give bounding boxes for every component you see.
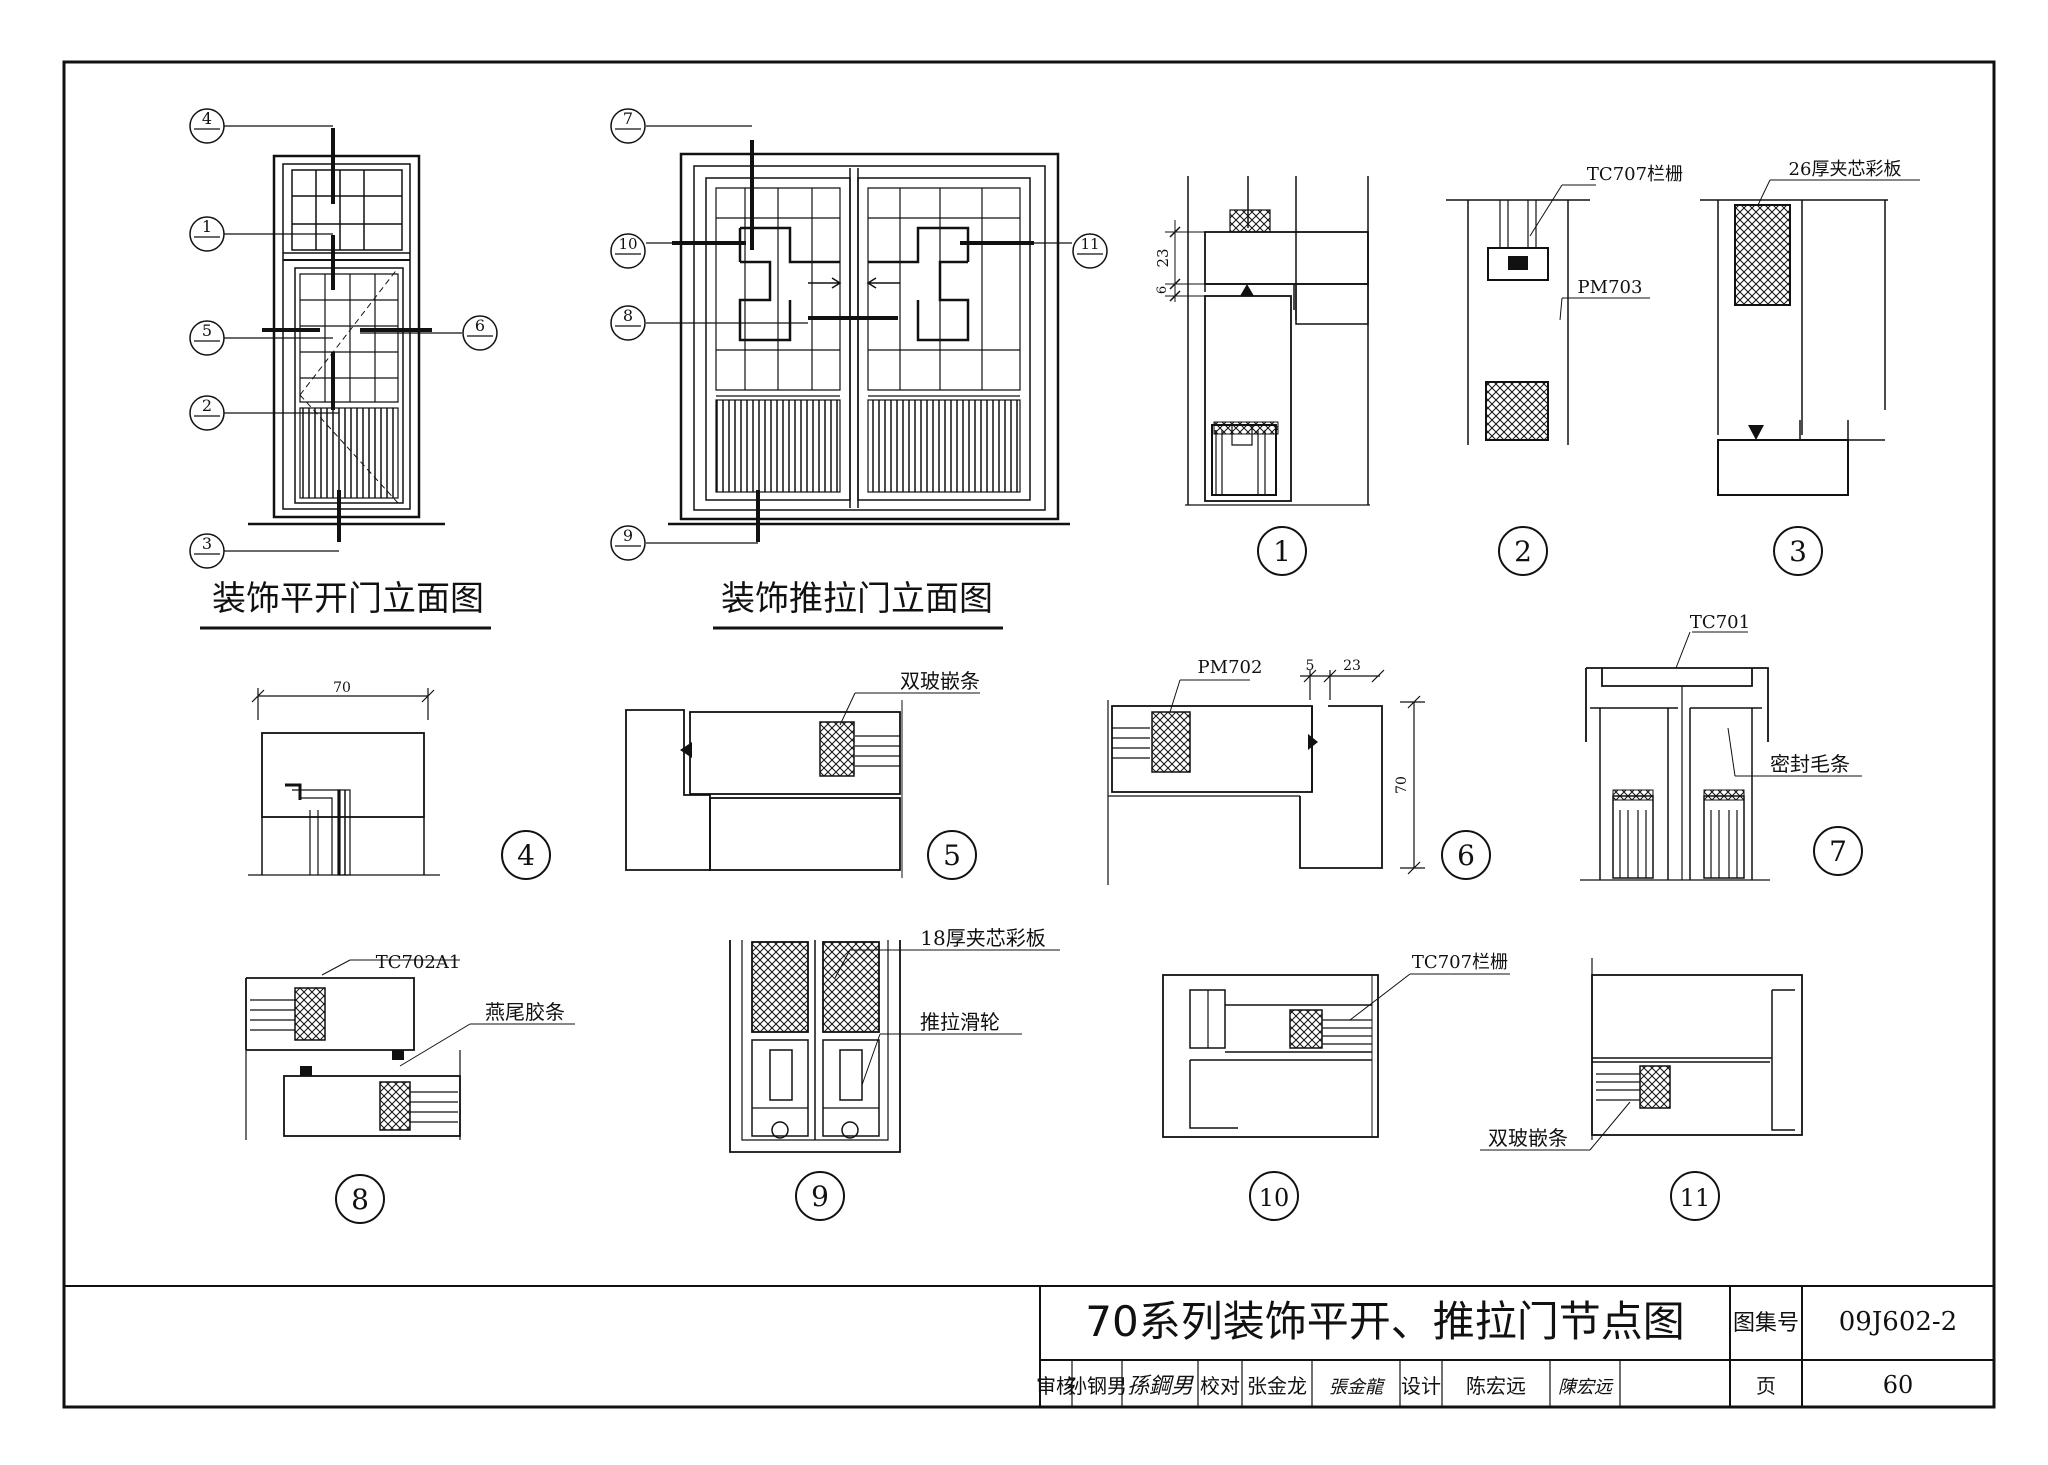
sliding-door-elevation <box>646 125 1072 544</box>
detail-8: TC702A1 燕尾胶条 8 <box>245 952 575 1224</box>
detail-1-dim-6: 6 <box>1155 286 1170 294</box>
detail-1-number: 1 <box>1273 535 1291 568</box>
page-label: 页 <box>1756 1374 1776 1398</box>
check-label: 校对 <box>1200 1374 1240 1398</box>
detail-2-number: 2 <box>1514 535 1532 568</box>
detail-6-dim-23: 23 <box>1343 658 1361 674</box>
callout-5: 5 <box>202 321 212 340</box>
callout-10: 10 <box>618 235 637 253</box>
designer-signature: 陳宏远 <box>1558 1377 1614 1398</box>
detail-8-label-tc702a1: TC702A1 <box>376 952 461 973</box>
page-number: 60 <box>1883 1371 1914 1399</box>
swing-callouts: 4 1 5 6 2 3 <box>189 108 498 569</box>
callout-8: 8 <box>623 306 633 325</box>
detail-9-number: 9 <box>811 1180 829 1213</box>
detail-9-label-roller: 推拉滑轮 <box>920 1010 1000 1034</box>
sliding-callouts: 7 10 11 8 9 <box>610 108 1108 561</box>
callout-3: 3 <box>202 534 212 553</box>
callout-6: 6 <box>475 316 485 335</box>
detail-7: TC701 密封毛条 7 <box>1580 612 1863 881</box>
callout-11: 11 <box>1080 235 1099 253</box>
atlas-label: 图集号 <box>1733 1311 1799 1336</box>
checker-name: 张金龙 <box>1247 1374 1307 1398</box>
detail-11-label-bead: 双玻嵌条 <box>1488 1126 1568 1150</box>
callout-9: 9 <box>623 526 633 545</box>
detail-1-dim-23: 23 <box>1154 248 1172 267</box>
reviewer-name: 孙钢男 <box>1067 1374 1127 1398</box>
callout-7: 7 <box>623 109 633 128</box>
detail-9: 18厚夹芯彩板 推拉滑轮 9 <box>729 926 1060 1221</box>
detail-3-label-panel: 26厚夹芯彩板 <box>1789 159 1902 180</box>
detail-7-label-brush: 密封毛条 <box>1770 752 1850 776</box>
swing-door-elevation <box>224 125 462 552</box>
detail-10: TC707栏栅 10 <box>1162 952 1510 1221</box>
detail-11-number: 11 <box>1680 1184 1711 1212</box>
detail-2: TC707栏栅 PM703 2 <box>1446 164 1683 576</box>
detail-5-number: 5 <box>943 839 961 872</box>
callout-1: 1 <box>202 217 212 236</box>
detail-4-dim-70: 70 <box>333 680 351 696</box>
detail-11: 双玻嵌条 11 <box>1480 958 1803 1221</box>
detail-6-dim-70: 70 <box>1394 776 1410 794</box>
drawing-title: 70系列装饰平开、推拉门节点图 <box>1085 1297 1684 1346</box>
detail-3: 26厚夹芯彩板 3 <box>1700 159 1920 576</box>
detail-6-dim-5: 5 <box>1306 658 1315 674</box>
detail-4: 70 4 <box>248 680 551 880</box>
detail-7-label-tc701: TC701 <box>1690 612 1750 633</box>
review-label: 审核 <box>1036 1374 1076 1398</box>
detail-6-label-pm702: PM702 <box>1198 657 1263 678</box>
detail-9-label-panel: 18厚夹芯彩板 <box>920 926 1045 950</box>
detail-2-label-tc707: TC707栏栅 <box>1587 164 1683 185</box>
detail-6: 5 23 70 PM702 6 <box>1107 657 1491 885</box>
swing-elevation-title: 装饰平开门立面图 <box>212 579 484 619</box>
designer-name: 陈宏远 <box>1466 1374 1526 1398</box>
detail-8-label-dovetail: 燕尾胶条 <box>485 1000 565 1024</box>
detail-2-label-pm703: PM703 <box>1578 277 1643 298</box>
sliding-elevation-title: 装饰推拉门立面图 <box>721 579 993 619</box>
detail-10-number: 10 <box>1259 1184 1290 1212</box>
callout-2: 2 <box>202 396 212 415</box>
detail-6-number: 6 <box>1457 839 1475 872</box>
detail-1: 23 6 1 <box>1154 176 1370 576</box>
design-label: 设计 <box>1401 1374 1441 1398</box>
detail-10-label-tc707: TC707栏栅 <box>1412 952 1508 973</box>
detail-5-label-bead: 双玻嵌条 <box>900 669 980 693</box>
atlas-number: 09J602-2 <box>1839 1307 1957 1337</box>
reviewer-signature: 孫鋼男 <box>1127 1374 1194 1399</box>
detail-4-number: 4 <box>517 839 535 872</box>
detail-8-number: 8 <box>351 1183 369 1216</box>
title-block: 70系列装饰平开、推拉门节点图 图集号 09J602-2 审核 孙钢男 孫鋼男 … <box>1036 1286 1994 1407</box>
detail-3-number: 3 <box>1789 535 1807 568</box>
sheet-border <box>62 60 1996 1409</box>
callout-4: 4 <box>202 109 212 128</box>
checker-signature: 張金龍 <box>1329 1377 1386 1398</box>
detail-5: 双玻嵌条 5 <box>625 669 980 880</box>
detail-7-number: 7 <box>1829 835 1847 868</box>
